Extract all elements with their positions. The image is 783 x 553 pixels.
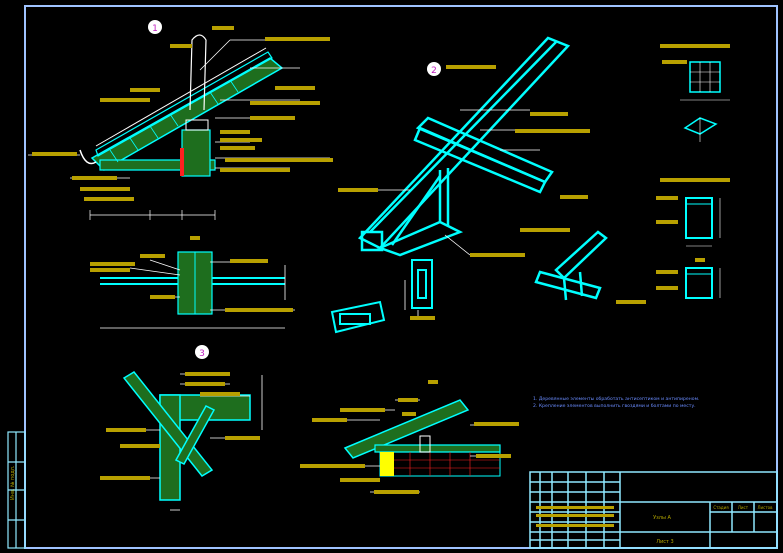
title-sheet-label: Узлы А bbox=[653, 515, 671, 521]
title-sheet-label-2: Лист 3 bbox=[656, 539, 673, 545]
marker-1-label: 1 bbox=[152, 24, 158, 34]
note-2: 2. Крепление элементов выполнить гвоздям… bbox=[533, 403, 696, 409]
drawing-frame bbox=[24, 5, 778, 549]
notes-block: 1. Деревянные элементы обработать антисе… bbox=[533, 396, 700, 409]
detail-joint-right bbox=[534, 230, 608, 301]
note-1: 1. Деревянные элементы обработать антисе… bbox=[533, 396, 700, 402]
detail-sections-right bbox=[656, 44, 730, 299]
title-block bbox=[529, 471, 778, 549]
detail-3d-rafter: 2 bbox=[338, 36, 590, 257]
marker-3-label: 3 bbox=[199, 349, 205, 359]
title-col-sheet: Лист bbox=[738, 505, 749, 510]
detail-section-b bbox=[300, 380, 519, 494]
marker-2 bbox=[427, 62, 441, 76]
detail-eaves: 1 bbox=[28, 20, 333, 220]
detail-strut-node: 3 bbox=[100, 345, 263, 511]
marker-3 bbox=[195, 345, 209, 359]
title-col-stage: Стадия bbox=[713, 505, 729, 510]
detail-small-parts bbox=[330, 259, 433, 334]
side-stamp bbox=[7, 431, 26, 549]
side-stamp-label: Инв. № подл. bbox=[10, 465, 16, 500]
marker-2-label: 2 bbox=[431, 66, 437, 76]
title-col-sheets: Листов bbox=[758, 505, 774, 510]
marker-1 bbox=[148, 20, 162, 34]
detail-section-a bbox=[90, 236, 295, 329]
